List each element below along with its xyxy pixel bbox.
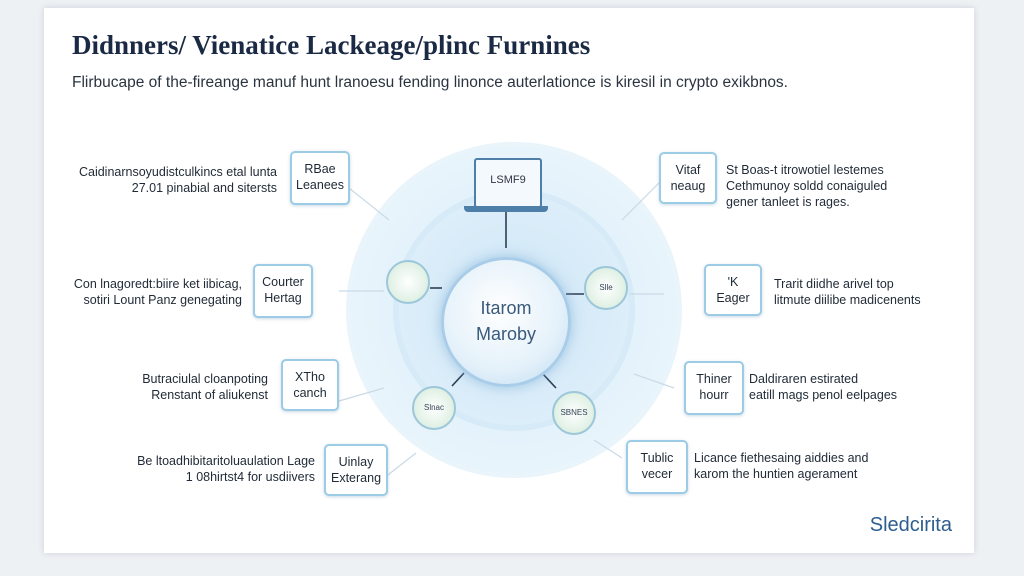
brand-logo-text: Sledcirita <box>869 514 952 536</box>
right-node-box-3-line2: hourr <box>699 388 729 402</box>
right-label-1-line1: St Boas-t itrowotiel lestemes <box>726 163 884 177</box>
diagram-title: Didnners/ Vienatice Lackeage/plinc Furni… <box>72 30 591 60</box>
right-label-2-line2: litmute diilibe madicenents <box>774 293 921 307</box>
left-node-box-4: Uinlay Exterang <box>324 444 388 496</box>
left-label-3: Butraciulal cloanpoting Renstant of aliu… <box>142 371 268 403</box>
left-node-box-3-line2: canch <box>293 386 327 400</box>
left-label-4: Be ltoadhibitaritoluaulation Lage 1 08hi… <box>137 453 315 485</box>
right-label-4-line1: Licance fiethesaing aiddies and <box>694 451 869 465</box>
right-node-box-1: Vitaf neaug <box>659 152 717 204</box>
laptop-base <box>464 206 548 212</box>
left-label-4-line1: Be ltoadhibitaritoluaulation Lage <box>137 454 315 468</box>
center-hub: Itarom Maroby <box>441 257 571 387</box>
connector-lines <box>338 182 675 479</box>
left-node-box-4-line1: Uinlay <box>338 455 374 469</box>
right-label-3: Daldiraren estirated eatill mags penol e… <box>749 371 897 403</box>
right-label-3-line2: eatill mags penol eelpages <box>749 388 898 402</box>
right-label-4-line2: karom the huntien agerament <box>694 467 858 481</box>
right-node-box-2-line1: 'K <box>727 275 739 289</box>
left-node-box-1-line2: Leanees <box>296 178 344 192</box>
right-label-3-line1: Daldiraren estirated <box>749 372 859 386</box>
left-node-box-1-line1: RBae <box>304 162 336 176</box>
orb-icon-4: SBNES <box>552 391 596 435</box>
right-label-1: St Boas-t itrowotiel lestemes Cethmunoy … <box>726 162 887 210</box>
left-node-box-4-line2: Exterang <box>330 471 382 485</box>
center-hub-line2: Maroby <box>475 324 537 344</box>
laptop-icon: LSMF9 <box>474 158 542 208</box>
left-label-2: Con lnagoredt:biire ket iibicag, sotiri … <box>74 276 242 308</box>
center-hub-line1: Itarom <box>480 298 532 318</box>
right-node-box-4-line1: Tublic <box>640 451 674 465</box>
left-label-3-line2: Renstant of aliukenst <box>151 388 268 402</box>
left-node-box-3-line1: XTho <box>295 370 325 384</box>
left-label-1: Caidinarnsoyudistculkincs etal lunta 27.… <box>79 164 277 196</box>
left-node-box-3: XTho canch <box>281 359 339 411</box>
left-label-1-line1: Caidinarnsoyudistculkincs etal lunta <box>78 165 277 179</box>
orb-icon-2: Slle <box>584 266 628 310</box>
right-node-box-1-line1: Vitaf <box>675 163 701 177</box>
right-label-1-line3: gener tanleet is rages. <box>726 195 850 209</box>
orb-icon-1 <box>386 260 430 304</box>
diagram-subtitle: Flirbucape of the-fireange manuf hunt lr… <box>72 74 788 91</box>
right-node-box-4-line2: vecer <box>641 467 673 481</box>
right-node-box-3-line1: Thiner <box>696 372 732 386</box>
right-label-4: Licance fiethesaing aiddies and karom th… <box>694 450 868 482</box>
left-label-4-line2: 1 08hirtst4 for usdiivers <box>185 470 315 484</box>
left-node-box-2: Courter Hertag <box>253 264 313 318</box>
left-node-box-2-line1: Courter <box>262 275 304 289</box>
left-node-box-2-line2: Hertag <box>264 291 302 305</box>
left-label-3-line1: Butraciulal cloanpoting <box>142 372 268 386</box>
right-node-box-4: Tublic vecer <box>626 440 688 494</box>
right-label-2-line1: Trarit diidhe arivel top <box>774 277 894 291</box>
orb-icon-3: Slnac <box>412 386 456 430</box>
right-node-box-2-line2: Eager <box>716 291 750 305</box>
right-label-2: Trarit diidhe arivel top litmute diilibe… <box>774 276 921 308</box>
left-label-2-line2: sotiri Lount Panz genegating <box>83 293 242 307</box>
left-label-1-line2: 27.01 pinabial and sitersts <box>131 181 277 195</box>
right-label-1-line2: Cethmunoy soldd conaiguled <box>726 179 888 193</box>
diagram-card: Didnners/ Vienatice Lackeage/plinc Furni… <box>44 8 974 553</box>
right-node-box-1-line2: neaug <box>670 179 706 193</box>
left-node-box-1: RBae Leanees <box>290 151 350 205</box>
laptop-label: LSMF9 <box>490 174 526 186</box>
right-node-box-2: 'K Eager <box>704 264 762 316</box>
left-label-2-line1: Con lnagoredt:biire ket iibicag, <box>73 277 242 291</box>
right-node-box-3: Thiner hourr <box>684 361 744 415</box>
